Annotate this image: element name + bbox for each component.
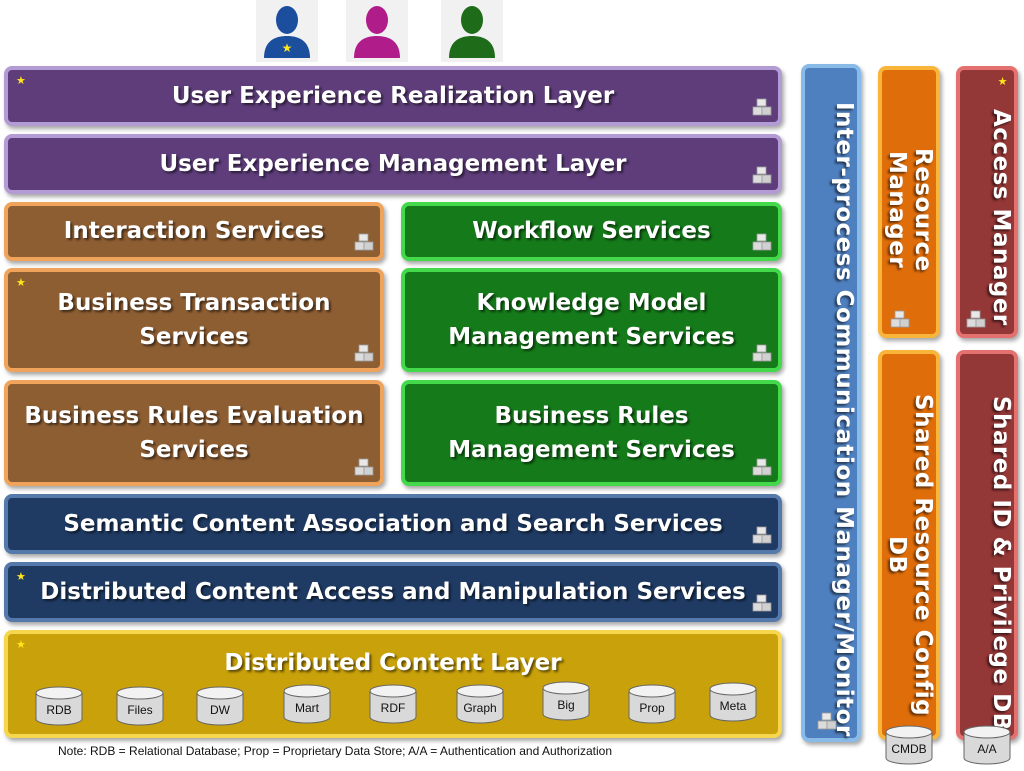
kmm-line1: Knowledge Model — [476, 289, 707, 316]
store-label: Mart — [295, 701, 319, 715]
aa-label: A/A — [977, 742, 997, 756]
bre-line1: Business Rules Evaluation — [24, 402, 364, 429]
business-rules-evaluation-services: Business Rules Evaluation Services — [4, 380, 384, 486]
brm-line1: Business Rules — [494, 402, 689, 429]
shared-id-label: Shared ID & Privilege DB — [988, 395, 1014, 731]
workflow-services: Workflow Services — [401, 202, 782, 261]
btx-line2: Services — [139, 324, 249, 350]
ipc-manager-monitor: Inter-process Communication Manager/Moni… — [801, 64, 861, 742]
store-label: DW — [210, 703, 230, 717]
store-dw: DW — [195, 685, 245, 727]
store-rdb: RDB — [34, 685, 84, 727]
component-icon — [966, 310, 986, 328]
dcl-label: Distributed Content Layer — [224, 650, 562, 676]
store-label: Graph — [463, 701, 497, 715]
component-icon — [752, 166, 772, 184]
semantic-label: Semantic Content Association and Search … — [63, 510, 723, 537]
star-icon: ★ — [16, 74, 26, 87]
store-label: Meta — [719, 699, 747, 713]
knowledge-model-management-services: Knowledge Model Management Services — [401, 268, 782, 372]
component-icon — [752, 98, 772, 116]
dcam-label: Distributed Content Access and Manipulat… — [40, 578, 746, 605]
kmm-line2: Management Services — [448, 324, 735, 350]
star-icon: ★ — [16, 638, 26, 651]
component-icon — [890, 310, 910, 328]
store-label: Big — [557, 698, 575, 712]
user-green-icon — [441, 0, 503, 62]
store-label: Prop — [639, 701, 665, 715]
resource-manager: Resource Manager — [878, 66, 940, 338]
interaction-services: Interaction Services — [4, 202, 384, 261]
interaction-label: Interaction Services — [63, 218, 325, 245]
store-label: RDF — [380, 701, 406, 715]
shared-resource-config-db: Shared Resource Config DB — [878, 350, 940, 740]
distributed-content-access-services: ★ Distributed Content Access and Manipul… — [4, 562, 782, 622]
component-icon — [817, 712, 837, 730]
ux-management-layer: User Experience Management Layer — [4, 134, 782, 194]
star-icon: ★ — [996, 75, 1009, 89]
cmdb-store: CMDB — [884, 724, 934, 766]
component-icon — [752, 458, 772, 476]
ux-realization-label: User Experience Realization Layer — [171, 82, 615, 109]
store-rdf: RDF — [368, 683, 418, 725]
component-icon — [354, 233, 374, 251]
ux-management-label: User Experience Management Layer — [159, 150, 627, 177]
ipc-label: Inter-process Communication Manager/Moni… — [831, 101, 857, 737]
ux-realization-layer: ★ User Experience Realization Layer — [4, 66, 782, 126]
store-prop: Prop — [627, 683, 677, 725]
aa-store: A/A — [962, 724, 1012, 766]
access-manager-label: Access Manager — [988, 108, 1014, 326]
business-rules-management-services: Business Rules Management Services — [401, 380, 782, 486]
store-meta: Meta — [708, 681, 758, 723]
star-icon: ★ — [16, 276, 26, 289]
component-icon — [752, 526, 772, 544]
access-manager: ★ Access Manager — [956, 66, 1018, 338]
workflow-label: Workflow Services — [472, 218, 711, 245]
store-label: Files — [127, 703, 153, 717]
cmdb-label: CMDB — [891, 742, 927, 756]
brm-line2: Management Services — [448, 437, 735, 463]
user-magenta-icon — [346, 0, 408, 62]
user-blue-icon: ★ — [256, 0, 318, 62]
shared-id-privilege-db: Shared ID & Privilege DB — [956, 350, 1018, 740]
component-icon — [752, 233, 772, 251]
store-mart: Mart — [282, 683, 332, 725]
component-icon — [354, 344, 374, 362]
svg-text:★: ★ — [282, 41, 293, 55]
star-icon: ★ — [16, 570, 26, 583]
store-big: Big — [541, 680, 591, 722]
bre-line2: Services — [139, 437, 249, 463]
business-transaction-services: ★ Business Transaction Services — [4, 268, 384, 372]
footnote: Note: RDB = Relational Database; Prop = … — [58, 744, 612, 758]
component-icon — [354, 458, 374, 476]
semantic-content-services: Semantic Content Association and Search … — [4, 494, 782, 554]
store-files: Files — [115, 685, 165, 727]
store-label: RDB — [46, 703, 72, 717]
btx-line1: Business Transaction — [57, 289, 331, 316]
component-icon — [752, 344, 772, 362]
resource-manager-label: Resource Manager — [884, 148, 936, 272]
shared-resource-label: Shared Resource Config DB — [884, 393, 936, 717]
component-icon — [752, 594, 772, 612]
store-graph: Graph — [455, 683, 505, 725]
data-store-row: RDB Files DW Mart RDF Graph Big Prop — [8, 634, 778, 734]
distributed-content-layer: ★ Distributed Content Layer RDB Files DW… — [4, 630, 782, 738]
